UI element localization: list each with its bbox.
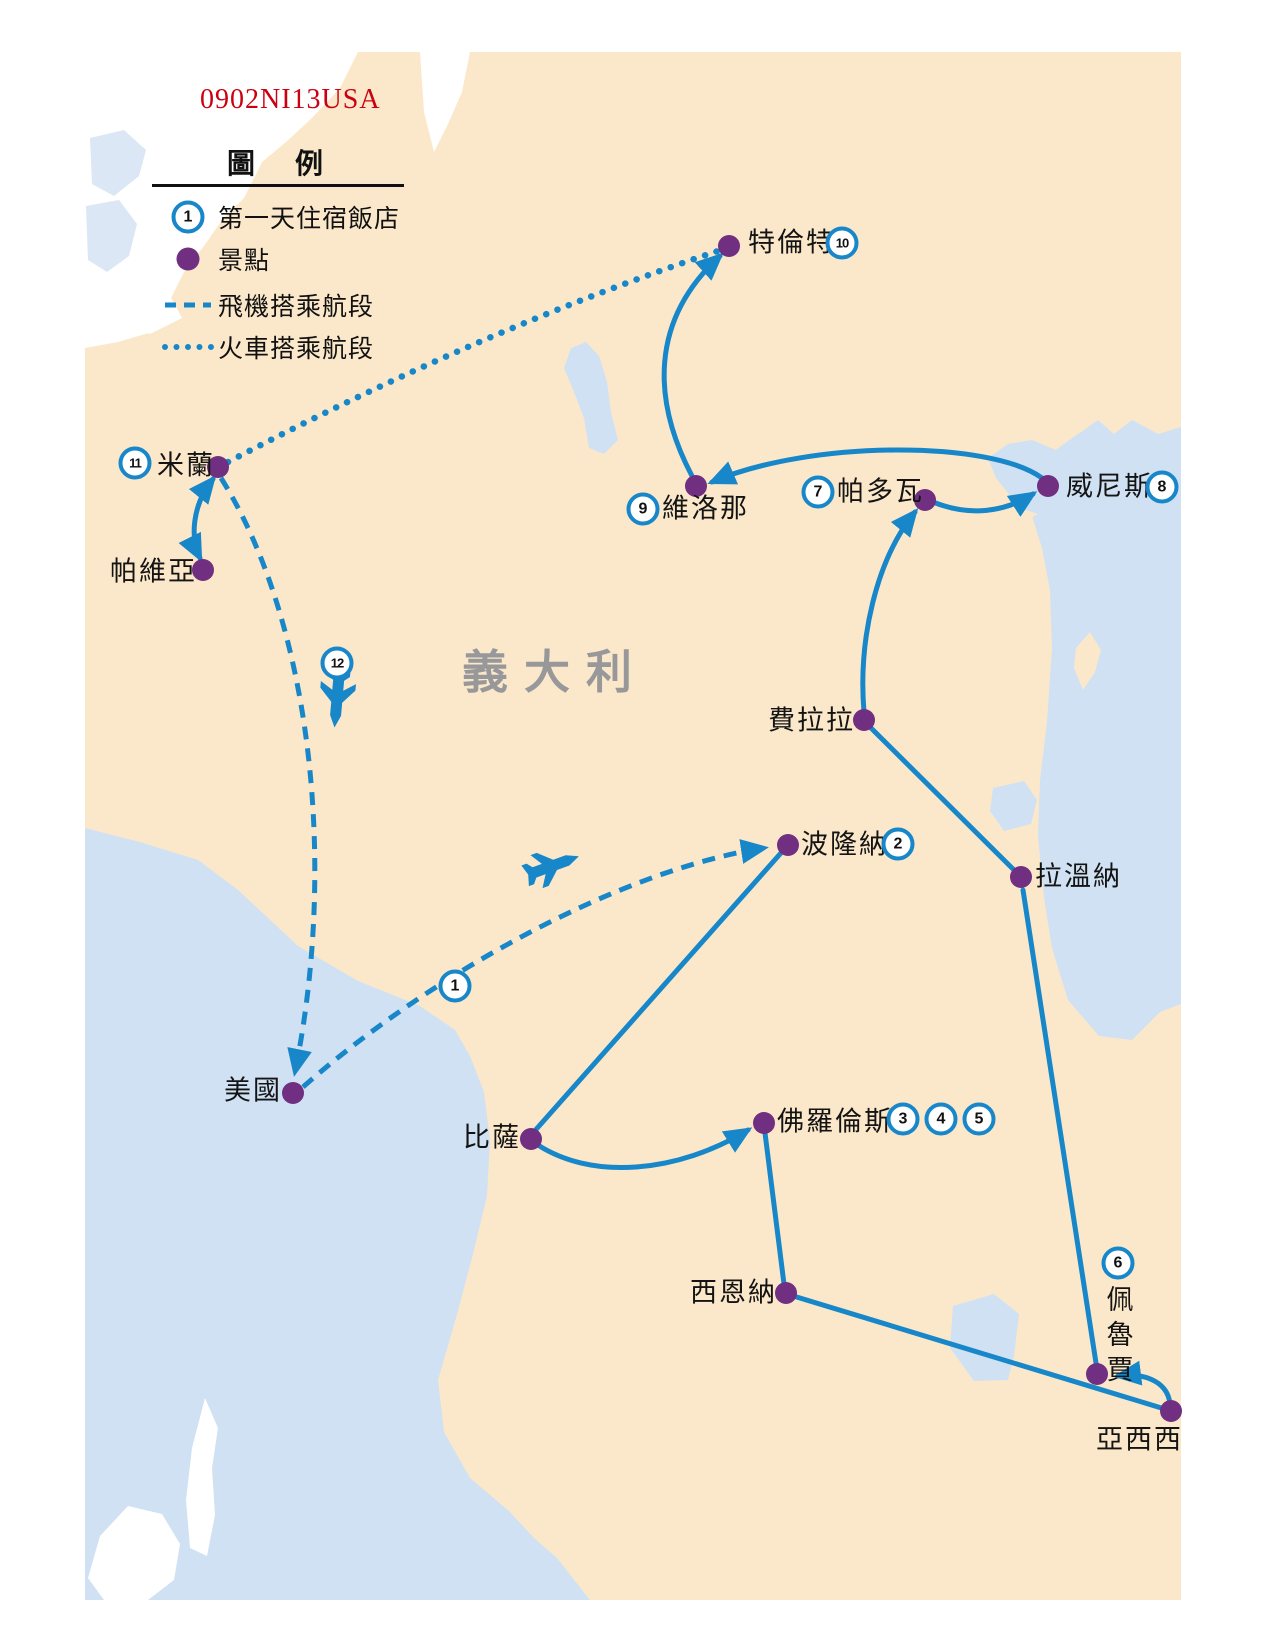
legend-poi-dot-icon	[176, 247, 200, 271]
badge-number: 4	[936, 1110, 946, 1127]
poi-dot-trento	[718, 235, 740, 257]
route-florence-siena	[762, 1130, 787, 1287]
poi-dot-venice	[1037, 475, 1059, 497]
legend-rule	[152, 184, 404, 187]
route-bologna-pisa	[529, 842, 791, 1137]
airplane-icon-usa-bologna	[521, 852, 579, 889]
badge-florence-4: 4	[924, 1102, 958, 1136]
flight-milan-usa	[218, 476, 318, 1077]
country-label: 義大利	[462, 647, 648, 698]
badge-florence-5: 5	[962, 1102, 996, 1136]
airplane-icon-milan-usa	[320, 669, 356, 728]
badge-milan-11: 11	[118, 446, 152, 480]
label-ravenna: 拉溫納	[1035, 861, 1122, 892]
badge-verona-9: 9	[626, 492, 660, 526]
poi-dot-assisi	[1160, 1400, 1182, 1422]
badge-bologna-2: 2	[881, 827, 915, 861]
poi-dot-siena	[775, 1282, 797, 1304]
badge-number: 6	[1113, 1254, 1123, 1271]
label-assisi: 亞西西	[1096, 1424, 1183, 1455]
label-perugia: 佩魯賈	[1102, 1285, 1133, 1390]
legend-item-poi: 景點	[218, 248, 271, 275]
label-ferrara: 費拉拉	[768, 705, 855, 736]
label-siena: 西恩納	[690, 1277, 777, 1308]
flight-usa-bologna	[301, 839, 769, 1089]
badge-flight-1: 1	[438, 969, 472, 1003]
poi-dot-milan	[207, 456, 229, 478]
legend-flight-line-icon	[165, 302, 211, 308]
badge-flight-12: 12	[320, 646, 354, 680]
badge-number: 1	[450, 977, 460, 994]
badge-number: 12	[330, 655, 345, 671]
alpine-lake-2	[86, 200, 137, 272]
badge-number: 7	[813, 483, 823, 500]
route-pisa-florence	[529, 1127, 753, 1171]
badge-florence-3: 3	[886, 1102, 920, 1136]
legend-item-flight: 飛機搭乘航段	[218, 294, 375, 321]
badge-trento-10: 10	[825, 226, 859, 260]
badge-number: 11	[129, 455, 142, 471]
route-padova-venice	[930, 491, 1038, 517]
label-pavia: 帕維亞	[110, 556, 197, 587]
route-ferrara-padova	[860, 508, 919, 715]
label-milan: 米蘭	[157, 450, 215, 481]
label-venice: 威尼斯	[1066, 471, 1153, 502]
route-siena-assisi	[787, 1292, 1171, 1413]
label-trento: 特倫特	[748, 227, 835, 258]
badge-number: 8	[1157, 478, 1167, 495]
corsica-island-cutout	[186, 1398, 218, 1556]
poi-dot-ravenna	[1010, 866, 1032, 888]
poi-dot-verona	[685, 475, 707, 497]
route-ravenna-ferrara	[867, 724, 1017, 873]
label-florence: 佛羅倫斯	[777, 1106, 893, 1137]
legend-item-hotel: 第一天住宿飯店	[218, 206, 401, 233]
badge-number: 5	[974, 1110, 984, 1127]
label-padova: 帕多瓦	[837, 476, 924, 507]
route-milan-pavia-roundtrip	[178, 475, 217, 563]
poi-dot-pavia	[192, 559, 214, 581]
badge-venice-8: 8	[1145, 470, 1179, 504]
poi-dot-florence	[753, 1112, 775, 1134]
adriatic-sea	[988, 420, 1181, 1040]
label-bologna: 波隆納	[801, 829, 888, 860]
badge-perugia-6: 6	[1101, 1246, 1135, 1280]
route-verona-trento	[661, 252, 724, 479]
poi-dot-usa	[282, 1082, 304, 1104]
poi-dot-bologna	[777, 834, 799, 856]
train-trento-milan	[224, 247, 722, 466]
route-venice-verona	[707, 447, 1045, 485]
island-cutout	[88, 1506, 180, 1600]
tyrrhenian-sea	[85, 828, 590, 1600]
label-usa: 美國	[224, 1075, 282, 1106]
legend-day-badge: 1	[171, 200, 205, 234]
poi-dot-ferrara	[853, 709, 875, 731]
poi-dot-perugia	[1086, 1363, 1108, 1385]
comacchio-lagoon	[990, 781, 1037, 831]
legend-train-line-icon	[162, 344, 214, 350]
badge-number: 3	[898, 1110, 908, 1127]
map-code: 0902NI13USA	[200, 84, 381, 115]
legend-title: 圖 例	[226, 149, 329, 180]
label-verona: 維洛那	[662, 493, 749, 524]
legend-day-badge-number: 1	[183, 208, 193, 225]
poi-dot-pisa	[520, 1128, 542, 1150]
istria-peninsula	[1074, 632, 1101, 690]
poi-dot-padova	[914, 489, 936, 511]
label-pisa: 比薩	[463, 1122, 521, 1153]
alpine-lake	[90, 130, 146, 196]
legend-item-train: 火車搭乘航段	[218, 336, 375, 363]
lake-garda	[564, 342, 618, 454]
badge-padova-7: 7	[801, 475, 835, 509]
route-assisi-perugia	[1113, 1360, 1173, 1407]
badge-number: 10	[835, 235, 850, 251]
badge-number: 9	[638, 500, 648, 517]
route-perugia-ravenna	[1020, 887, 1099, 1366]
badge-number: 2	[893, 835, 903, 852]
north-border-notch	[420, 52, 470, 152]
